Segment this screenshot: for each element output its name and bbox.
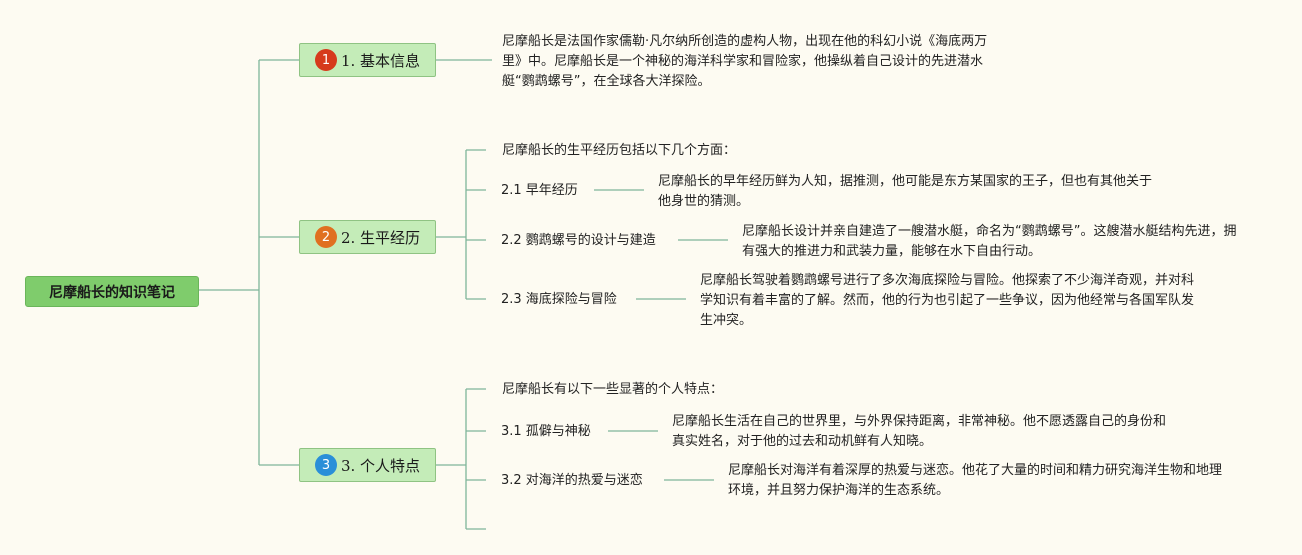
sub-reclusive-mysterious[interactable]: 3.1 孤僻与神秘 bbox=[501, 424, 591, 439]
sub-undersea-adventure[interactable]: 2.3 海底探险与冒险 bbox=[501, 292, 617, 307]
sub-nautilus-design[interactable]: 2.2 鹦鹉螺号的设计与建造 bbox=[501, 233, 656, 248]
branch-label: 3. 个人特点 bbox=[340, 456, 421, 475]
root-node[interactable]: 尼摩船长的知识笔记 bbox=[25, 276, 199, 307]
branch-basic-info[interactable]: 1 1. 基本信息 bbox=[299, 43, 436, 77]
sub-love-of-ocean[interactable]: 3.2 对海洋的热爱与迷恋 bbox=[501, 473, 643, 488]
sub-early-life[interactable]: 2.1 早年经历 bbox=[501, 183, 578, 198]
reclusive-text: 尼摩船长生活在自己的世界里，与外界保持距离，非常神秘。他不愿透露自己的身份和真实… bbox=[672, 414, 1167, 449]
basic-info-text: 尼摩船长是法国作家儒勒·凡尔纳所创造的虚构人物，出现在他的科幻小说《海底两万里》… bbox=[502, 34, 988, 89]
undersea-adventure-text: 尼摩船长驾驶着鹦鹉螺号进行了多次海底探险与冒险。他探索了不少海洋奇观，并对科学知… bbox=[700, 273, 1195, 328]
branch-personal-traits[interactable]: 3 3. 个人特点 bbox=[299, 448, 436, 482]
branch-label: 2. 生平经历 bbox=[340, 228, 421, 247]
love-of-ocean-text: 尼摩船长对海洋有着深厚的热爱与迷恋。他花了大量的时间和精力研究海洋生物和地理环境… bbox=[728, 463, 1223, 498]
number-3-icon: 3 bbox=[314, 454, 337, 476]
root-label: 尼摩船长的知识笔记 bbox=[49, 284, 175, 301]
branch-label: 1. 基本信息 bbox=[340, 51, 421, 70]
traits-intro-text: 尼摩船长有以下一些显著的个人特点： bbox=[502, 382, 724, 397]
number-1-icon: 1 bbox=[314, 49, 337, 71]
branch-life-experience[interactable]: 2 2. 生平经历 bbox=[299, 220, 436, 254]
nautilus-design-text: 尼摩船长设计并亲自建造了一艘潜水艇，命名为“鹦鹉螺号”。这艘潜水艇结构先进，拥有… bbox=[742, 224, 1237, 259]
number-2-icon: 2 bbox=[314, 226, 337, 248]
early-life-text: 尼摩船长的早年经历鲜为人知，据推测，他可能是东方某国家的王子，但也有其他关于他身… bbox=[658, 174, 1153, 209]
life-intro-text: 尼摩船长的生平经历包括以下几个方面： bbox=[502, 143, 737, 158]
